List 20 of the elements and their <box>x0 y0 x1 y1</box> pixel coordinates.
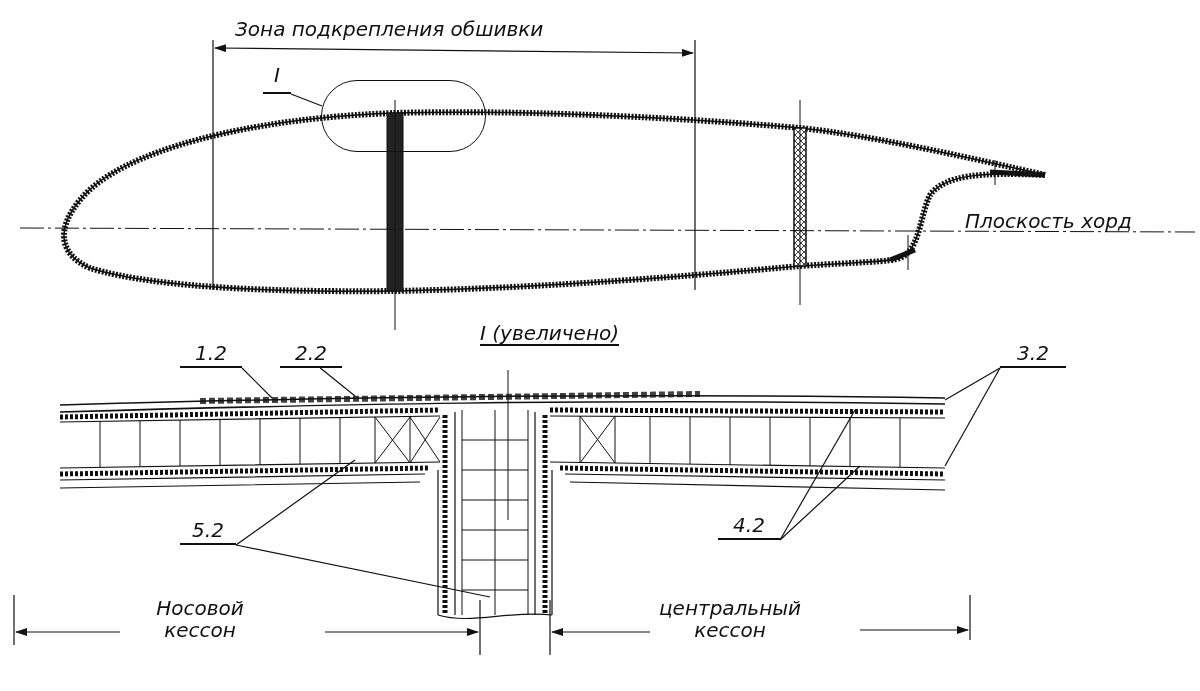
dimension-text: Зона подкрепления обшивки <box>235 18 544 40</box>
dimension-text: центральный кессон <box>658 597 802 641</box>
callout-number: 4.2 <box>718 512 780 540</box>
leader-line <box>241 367 273 399</box>
callout-number: 1.2 <box>180 340 242 368</box>
view-title: I (увеличено) <box>480 322 619 346</box>
leader-line <box>290 93 323 107</box>
leader-line <box>944 367 1001 467</box>
leader-line <box>779 465 861 541</box>
callout-number: I <box>263 62 291 94</box>
callout-number: 3.2 <box>1000 340 1066 368</box>
leader-line <box>779 409 856 541</box>
chord-plane-label: Плоскость хорд <box>965 210 1132 232</box>
callout-number: 2.2 <box>280 340 342 368</box>
callout-number: 5.2 <box>180 517 236 545</box>
leader-line <box>235 459 356 546</box>
dimension-text: Носовой кессон <box>155 597 245 641</box>
leader-line <box>944 367 1001 401</box>
leader-line <box>319 367 356 397</box>
leader-line <box>235 544 491 598</box>
